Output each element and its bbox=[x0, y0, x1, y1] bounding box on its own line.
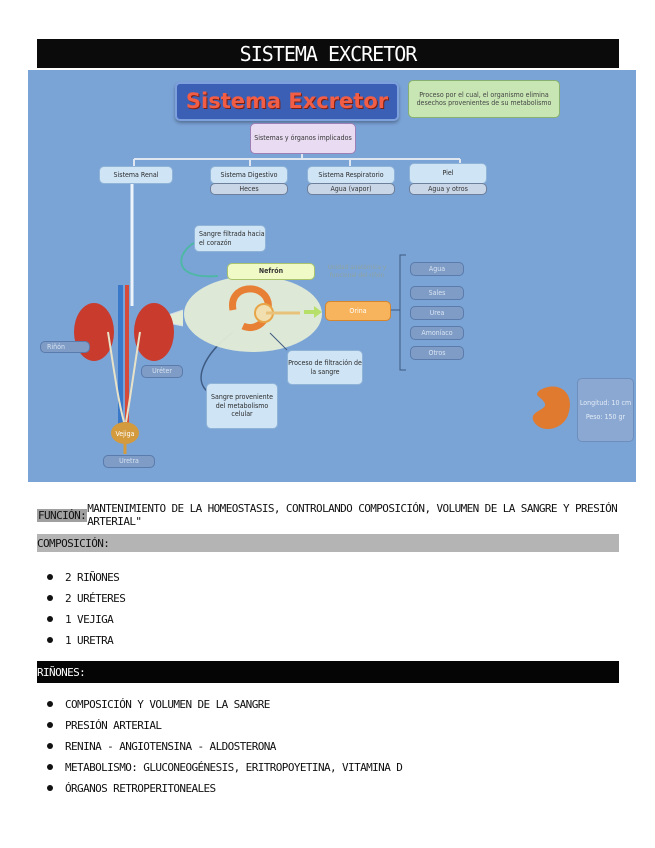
function-text: MANTENIMIENTO DE LA HOMEOSTASIS, CONTROL… bbox=[87, 502, 618, 528]
metabolic-blood-box: Sangre proveniente del metabolismo celul… bbox=[206, 383, 278, 429]
system-renal: Sistema Renal bbox=[99, 166, 173, 184]
urine-component-label: Amoníaco bbox=[421, 328, 453, 337]
skin-output-label: Agua y otros bbox=[428, 184, 468, 193]
kidneys-header: RIÑONES: bbox=[37, 665, 86, 679]
kidney-icon bbox=[532, 386, 570, 430]
urine-box: Orina bbox=[325, 301, 391, 321]
system-digestive-output: Heces bbox=[210, 183, 288, 195]
kidney-weight: Peso: 150 gr bbox=[585, 413, 626, 421]
page-title: SISTEMA EXCRETOR bbox=[239, 41, 418, 66]
urethra-label-box: Uretra bbox=[103, 455, 155, 468]
ureter-label-box: Uréter bbox=[141, 365, 183, 378]
urine-component-label: Sales bbox=[428, 288, 446, 297]
urine-component-label: Agua bbox=[428, 264, 446, 273]
kidney-length: Longitud: 10 cm bbox=[579, 398, 632, 407]
system-skin-output: Agua y otros bbox=[409, 183, 487, 195]
nephron-box: Nefrón bbox=[227, 263, 315, 280]
nephron-description-text: Unidad anatómica y funcional del riñón bbox=[327, 262, 387, 279]
list-item: PRESIÓN ARTERIAL bbox=[37, 715, 402, 736]
kidneys-header-bar: RIÑONES: bbox=[37, 661, 619, 683]
kidney-label: Riñón bbox=[47, 342, 65, 351]
list-item: 2 URÉTERES bbox=[37, 588, 126, 609]
nephron-label: Nefrón bbox=[258, 267, 284, 276]
nephron-illustration bbox=[229, 285, 300, 331]
list-item: COMPOSICIÓN Y VOLUMEN DE LA SANGRE bbox=[37, 694, 402, 715]
list-item: ÓRGANOS RETROPERITONEALES bbox=[37, 778, 402, 799]
definition-box: Proceso por el cual, el organismo elimin… bbox=[408, 80, 560, 118]
composition-list: 2 RIÑONES 2 URÉTERES 1 VEJIGA 1 URETRA bbox=[37, 567, 126, 651]
systems-header: Sistemas y órganos implicados bbox=[254, 134, 352, 143]
kidney-stats-box: Longitud: 10 cm Peso: 150 gr bbox=[577, 378, 634, 442]
respiratory-output-label: Agua (vapor) bbox=[330, 184, 372, 193]
bladder-label-box: Vejiga bbox=[112, 430, 138, 439]
urine-component-label: Urea bbox=[429, 308, 445, 317]
urinary-system-illustration bbox=[74, 285, 174, 454]
list-item: 1 URETRA bbox=[37, 630, 125, 651]
list-item: 2 RIÑONES bbox=[37, 567, 125, 588]
urine-component-others: Otros bbox=[410, 346, 464, 360]
system-skin: Piel bbox=[409, 163, 487, 184]
page-title-bar: SISTEMA EXCRETOR bbox=[37, 39, 619, 68]
system-renal-label: Sistema Renal bbox=[113, 170, 159, 179]
urine-component-label: Otros bbox=[428, 348, 446, 357]
main-title-box: Sistema Excretor bbox=[175, 82, 399, 121]
systems-header-box: Sistemas y órganos implicados bbox=[250, 123, 356, 154]
list-item: METABOLISMO: GLUCONEOGÉNESIS, ERITROPOYE… bbox=[37, 757, 403, 778]
system-digestive: Sistema Digestivo bbox=[210, 166, 288, 184]
composition-header: COMPOSICIÓN: bbox=[37, 536, 110, 550]
function-line: FUNCIÓN: MANTENIMIENTO DE LA HOMEOSTASIS… bbox=[37, 502, 619, 528]
filtration-label: Proceso de filtración de la sangre bbox=[288, 359, 362, 376]
urethra-label: Uretra bbox=[119, 457, 139, 466]
urine-component-urea: Urea bbox=[410, 306, 464, 320]
bladder-label: Vejiga bbox=[115, 430, 135, 439]
filtered-blood-label: Sangre filtrada hacia el corazón bbox=[199, 230, 265, 247]
urine-label: Orina bbox=[349, 306, 367, 315]
composition-header-bar: COMPOSICIÓN: bbox=[37, 534, 619, 552]
digestive-output-label: Heces bbox=[239, 184, 259, 193]
nephron-description: Unidad anatómica y funcional del riñón bbox=[315, 262, 399, 281]
definition-text: Proceso por el cual, el organismo elimin… bbox=[416, 90, 552, 107]
system-skin-label: Piel bbox=[442, 169, 454, 178]
metabolic-blood-label: Sangre proveniente del metabolismo celul… bbox=[211, 393, 273, 419]
kidneys-list: COMPOSICIÓN Y VOLUMEN DE LA SANGRE PRESI… bbox=[37, 694, 403, 799]
urine-component-ammonia: Amoníaco bbox=[410, 326, 464, 340]
system-digestive-label: Sistema Digestivo bbox=[220, 170, 278, 179]
function-label: FUNCIÓN: bbox=[37, 508, 88, 522]
main-title: Sistema Excretor bbox=[185, 88, 389, 113]
system-respiratory: Sistema Respiratorio bbox=[307, 166, 395, 184]
list-item: RENINA - ANGIOTENSINA - ALDOSTERONA bbox=[37, 736, 402, 757]
urine-component-water: Agua bbox=[410, 262, 464, 276]
filtered-blood-box: Sangre filtrada hacia el corazón bbox=[194, 225, 266, 252]
ureter-label: Uréter bbox=[152, 367, 172, 376]
list-item: 1 VEJIGA bbox=[37, 609, 125, 630]
concept-map-diagram: Sistema Excretor Proceso por el cual, el… bbox=[28, 70, 636, 482]
urine-component-salts: Sales bbox=[410, 286, 464, 300]
system-respiratory-label: Sistema Respiratorio bbox=[318, 170, 384, 179]
filtration-box: Proceso de filtración de la sangre bbox=[287, 350, 363, 385]
system-respiratory-output: Agua (vapor) bbox=[307, 183, 395, 195]
kidney-label-box: Riñón bbox=[40, 341, 90, 353]
diagram-connectors bbox=[74, 152, 570, 454]
